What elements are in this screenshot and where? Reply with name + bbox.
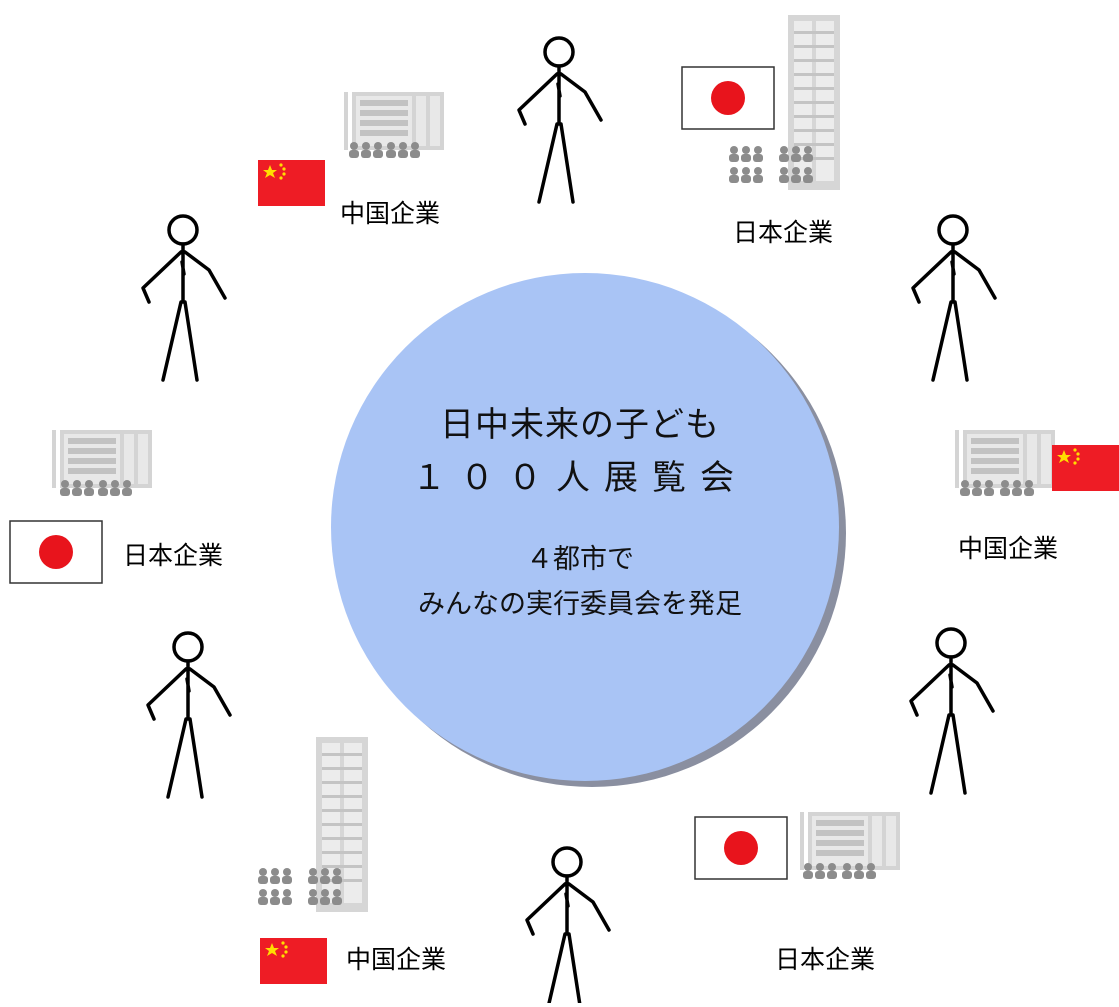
crowd-icon (60, 480, 94, 496)
office-building-icon (955, 430, 1055, 488)
china-flag-icon (260, 938, 327, 984)
crowd-icon (960, 480, 994, 496)
company-label-japan-bottom-right: 日本企業 (775, 945, 876, 974)
stick-figure-icon (525, 846, 611, 1007)
japan-flag-icon (694, 816, 788, 880)
crowd-icon (779, 146, 813, 162)
crowd-icon (258, 868, 292, 884)
center-circle (331, 273, 839, 781)
office-building-icon (344, 92, 444, 150)
crowd-icon (258, 889, 292, 905)
china-flag-icon (258, 160, 325, 206)
stick-figure-icon (146, 631, 232, 799)
company-label-china-top-left: 中国企業 (340, 199, 441, 228)
stick-figure-icon (141, 214, 227, 382)
crowd-icon (779, 167, 813, 183)
china-flag-icon (1052, 445, 1119, 491)
crowd-icon (308, 889, 342, 905)
center-title-line1: 日中未来の子ども (440, 405, 720, 445)
stick-figure-icon (911, 214, 997, 382)
company-label-china-bottom-left: 中国企業 (346, 945, 447, 974)
office-building-icon (52, 430, 152, 488)
office-building-icon (800, 812, 900, 870)
office-building-icon (316, 737, 368, 912)
crowd-icon (349, 142, 383, 158)
center-subtitle-line2: みんなの実行委員会を発足 (418, 589, 742, 620)
crowd-icon (98, 480, 132, 496)
office-building-icon (788, 15, 840, 190)
japan-flag-icon (681, 66, 775, 130)
crowd-icon (729, 167, 763, 183)
stick-figure-icon (517, 36, 603, 204)
company-label-china-right: 中国企業 (958, 534, 1059, 563)
crowd-icon (803, 863, 837, 879)
crowd-icon (1000, 480, 1034, 496)
crowd-icon (842, 863, 876, 879)
crowd-icon (386, 142, 420, 158)
center-title-line2: １００人展覧会 (412, 458, 748, 498)
center-subtitle-line1: ４都市で (526, 544, 634, 575)
company-label-japan-top: 日本企業 (733, 218, 834, 247)
crowd-icon (308, 868, 342, 884)
japan-flag-icon (9, 520, 103, 584)
stick-figure-icon (909, 627, 995, 795)
company-label-japan-left: 日本企業 (123, 541, 224, 570)
crowd-icon (729, 146, 763, 162)
